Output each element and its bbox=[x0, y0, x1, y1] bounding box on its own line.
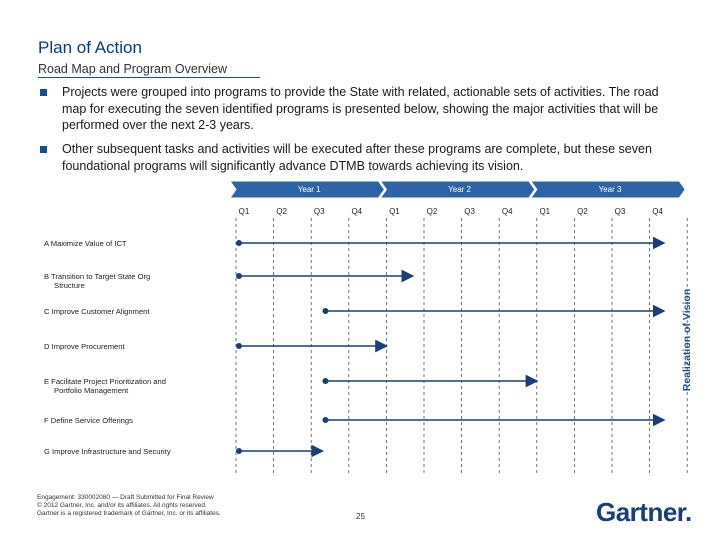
quarter-label: Q3 bbox=[464, 207, 475, 216]
slide-subtitle: Road Map and Program Overview bbox=[38, 62, 227, 76]
quarter-label: Q2 bbox=[577, 207, 588, 216]
subtitle-rule bbox=[38, 77, 260, 78]
quarter-label: Q1 bbox=[389, 207, 400, 216]
page-number: 25 bbox=[356, 512, 365, 521]
footer-line: Gartner is a registered trademark of Gar… bbox=[37, 510, 221, 517]
quarter-label: Q1 bbox=[239, 207, 250, 216]
year-chevron bbox=[379, 180, 536, 199]
footer-line: Engagement: 330002080 — Draft Submitted … bbox=[37, 494, 214, 501]
year-label: Year 2 bbox=[448, 185, 471, 194]
quarter-label: Q3 bbox=[615, 207, 626, 216]
logo-dot: . bbox=[685, 497, 692, 527]
year-label: Year 1 bbox=[298, 185, 321, 194]
program-label: A Maximize Value of ICT bbox=[44, 239, 127, 248]
logo-text: Gartner bbox=[596, 497, 686, 527]
year-chevron bbox=[529, 180, 686, 199]
quarter-label: Q3 bbox=[314, 207, 325, 216]
footer-line: © 2012 Gartner, Inc. and/or its affiliat… bbox=[37, 502, 207, 509]
realization-label: Realization of Vision bbox=[681, 289, 693, 392]
bullet-1-text: Projects were grouped into programs to p… bbox=[62, 85, 659, 132]
slide-title: Plan of Action bbox=[38, 38, 142, 57]
year-label: Year 3 bbox=[599, 185, 622, 194]
bullet-2-text: Other subsequent tasks and activities wi… bbox=[62, 142, 652, 173]
program-label: D Improve Procurement bbox=[44, 342, 125, 351]
quarter-label: Q4 bbox=[351, 207, 362, 216]
program-label: C Improve Customer Alignment bbox=[44, 307, 150, 316]
quarter-label: Q2 bbox=[276, 207, 287, 216]
bullet-2: Other subsequent tasks and activities wi… bbox=[40, 141, 680, 174]
program-label: F Define Service Offerings bbox=[44, 416, 133, 425]
quarter-label: Q2 bbox=[427, 207, 438, 216]
quarter-label: Q4 bbox=[502, 207, 513, 216]
year-chevron bbox=[229, 180, 386, 199]
bullet-square-icon bbox=[40, 146, 47, 153]
quarter-label: Q4 bbox=[652, 207, 663, 216]
bullet-1: Projects were grouped into programs to p… bbox=[40, 84, 680, 134]
program-label: G Improve Infrastructure and Security bbox=[44, 447, 171, 456]
gartner-logo: Gartner. bbox=[596, 497, 692, 528]
footer-text: Engagement: 330002080 — Draft Submitted … bbox=[37, 494, 221, 518]
quarter-label: Q1 bbox=[539, 207, 550, 216]
bullet-square-icon bbox=[40, 89, 47, 96]
